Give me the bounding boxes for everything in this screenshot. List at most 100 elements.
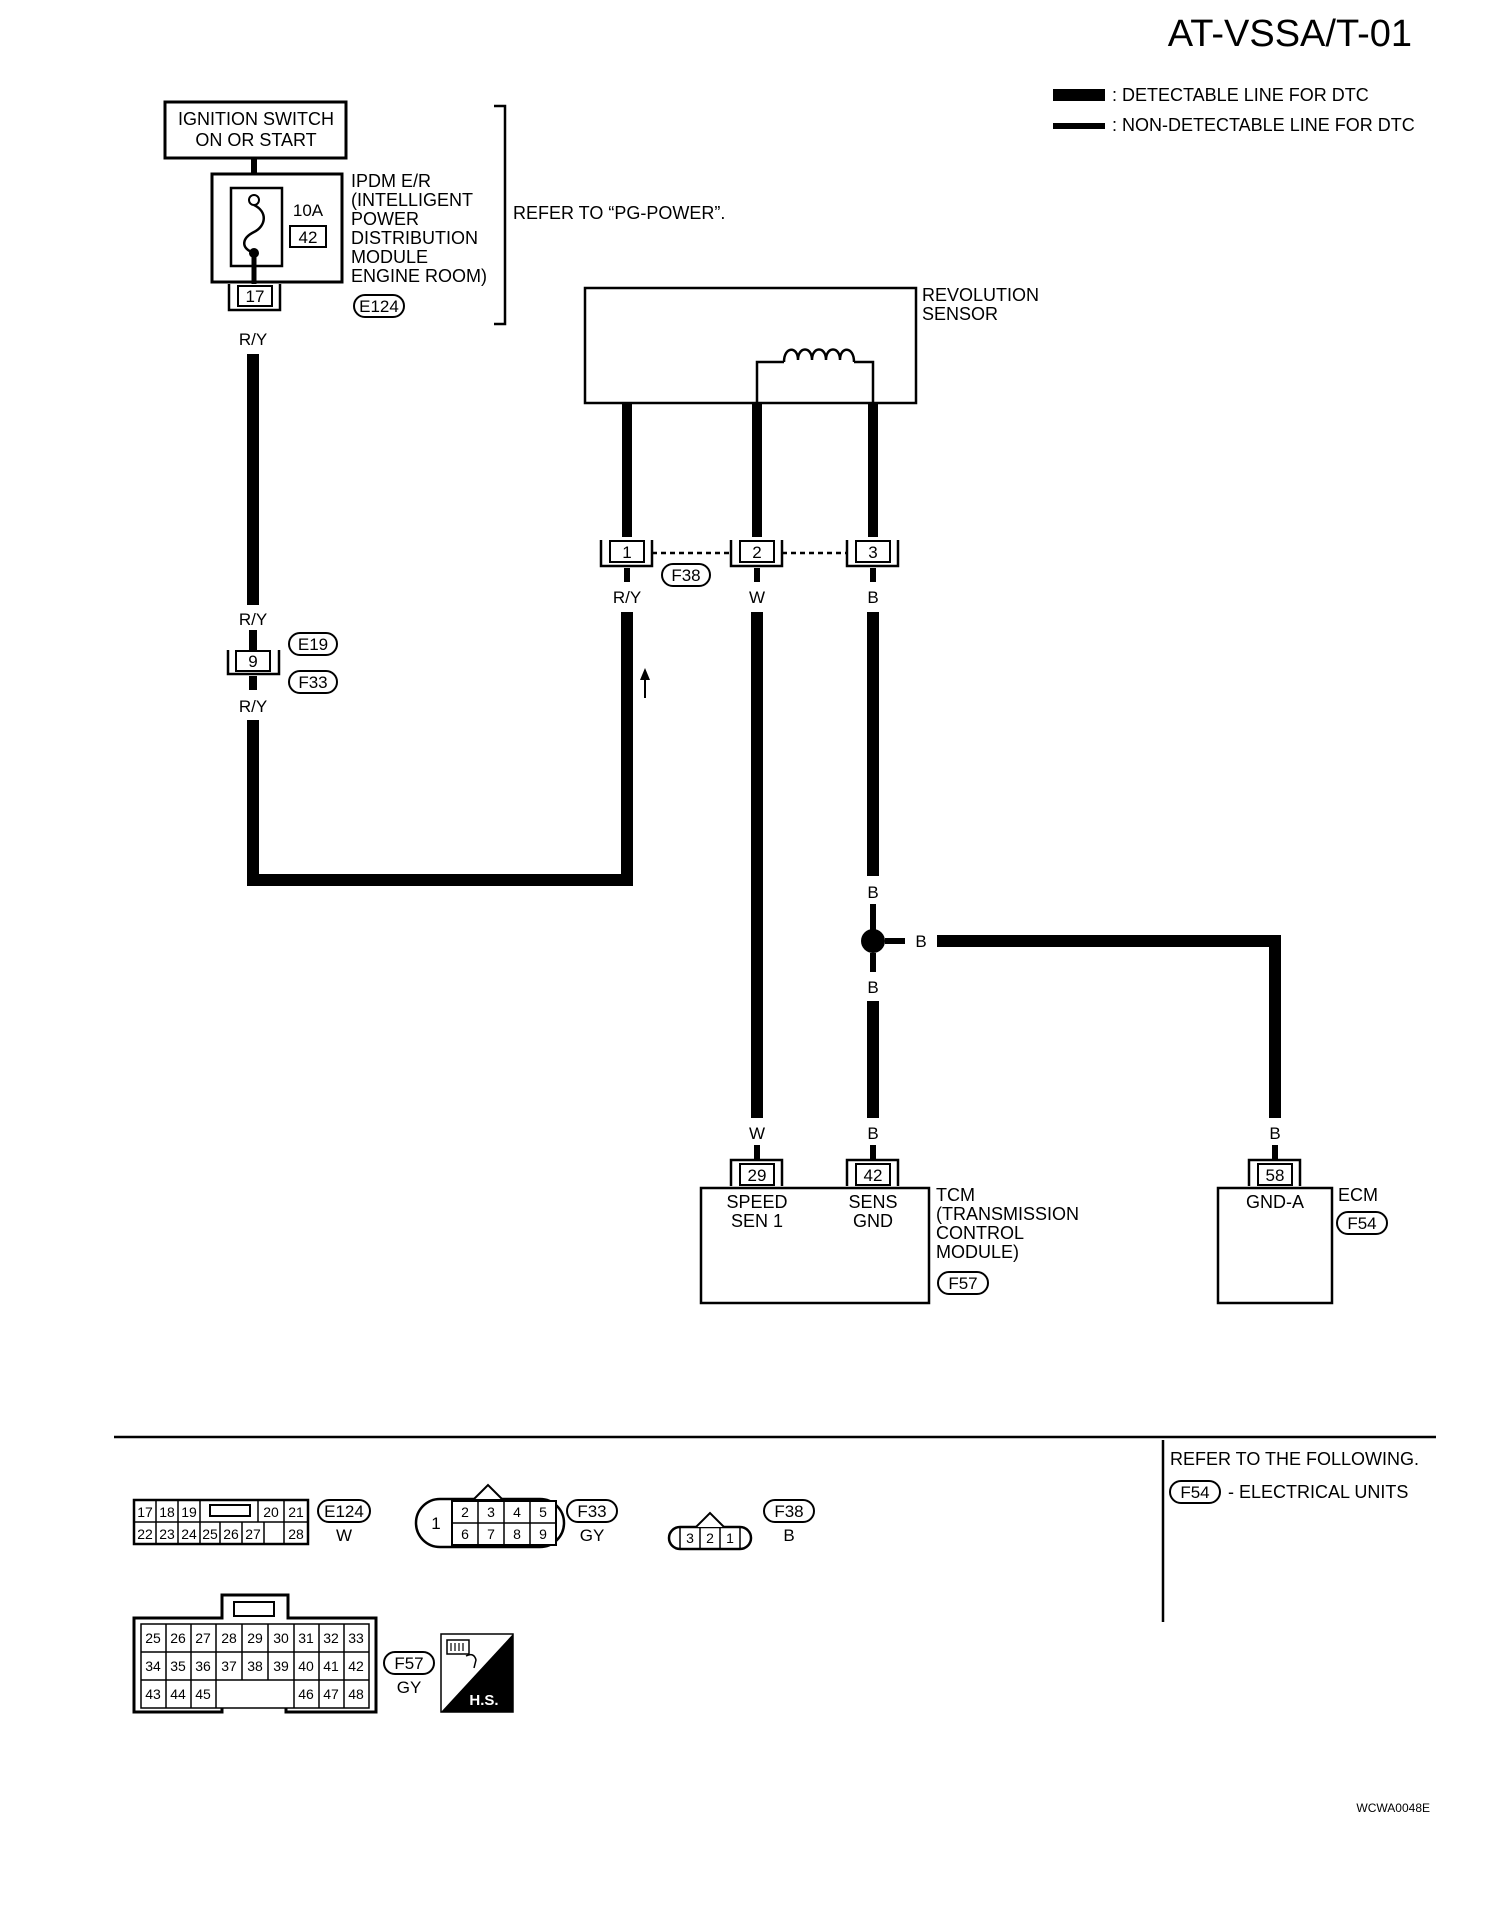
legend-non-detectable-text: : NON-DETECTABLE LINE FOR DTC [1112,115,1415,135]
refer-bracket [494,104,507,326]
joint-connector-e19: E19 [298,635,328,654]
tcm-pin-29-name-1: SPEED [726,1192,787,1212]
revolution-sensor-box [583,286,918,405]
f57-view-tag [383,1651,435,1675]
tcm-connector-tag [937,1271,989,1295]
ipdm-label-1: IPDM E/R [351,171,431,191]
hs-label: H.S. [469,1692,498,1709]
e124-view-tag [317,1499,371,1523]
footer-code: WCWA0048E [1356,1801,1430,1815]
e124-pin-21: 21 [288,1504,304,1520]
legend-thick-line [1053,89,1105,101]
f57-pin-44: 44 [170,1686,186,1702]
harness-side-badge: H.S. [440,1633,514,1713]
f33-pin-4: 4 [513,1504,521,1520]
f38-view-pin-1: 1 [726,1530,734,1546]
ecm-pin-box [1257,1163,1293,1186]
ecm-pin-name: GND-A [1246,1192,1304,1212]
terminal-17-bracket [227,284,282,312]
ecm-pin-bracket [1247,1158,1302,1186]
fuse-icon [243,203,265,255]
ipdm-label-2: (INTELLIGENT [351,190,473,210]
f57-pin-25: 25 [145,1630,161,1646]
f33-view-id: F33 [577,1502,606,1521]
connector-view-f57: 25 26 27 28 29 30 31 32 33 34 35 36 37 3… [132,1593,378,1714]
wire-label-b-splice-right: B [915,932,926,951]
f38-pin-1-box [609,540,645,563]
coil-icon [782,348,856,363]
f57-pin-26: 26 [170,1630,186,1646]
f57-pin-31: 31 [298,1630,314,1646]
f38-pin-3-box [855,540,891,563]
f33-pin-2: 2 [461,1504,469,1520]
e124-pin-23: 23 [159,1526,175,1542]
tcm-connector: F57 [948,1274,977,1293]
f38-pin-2-box [739,540,775,563]
f33-view-color: GY [580,1526,605,1545]
e124-pin-26: 26 [223,1526,239,1542]
ipdm-label-6: ENGINE ROOM) [351,266,487,286]
f33-view-tag [566,1499,618,1523]
wire-label-ry-sensor: R/Y [613,588,641,607]
refer-box-item: - ELECTRICAL UNITS [1228,1482,1408,1502]
f57-pin-47: 47 [323,1686,339,1702]
f57-pin-46: 46 [298,1686,314,1702]
f33-pin-6: 6 [461,1526,469,1542]
ipdm-label-4: DISTRIBUTION [351,228,478,248]
f38-connector: F38 [671,566,700,585]
tcm-pin-42-bracket [845,1158,900,1186]
joint-terminal-box [235,650,271,672]
f57-pin-32: 32 [323,1630,339,1646]
f57-pin-33: 33 [348,1630,364,1646]
refer-box-title: REFER TO THE FOLLOWING. [1170,1449,1419,1469]
f57-pin-37: 37 [221,1658,237,1674]
f57-pin-45: 45 [195,1686,211,1702]
f33-pin-8: 8 [513,1526,521,1542]
page-code: AT-VSSA/T-01 [1168,13,1412,55]
tcm-label-4: MODULE) [936,1242,1019,1262]
wire-label-b-splice-top: B [867,883,878,902]
e124-pin-25: 25 [202,1526,218,1542]
joint-connector-e19-tag [288,632,338,656]
tcm-pin-42: 42 [864,1166,883,1185]
e124-pin-22: 22 [137,1526,153,1542]
connector-view-f33: 1 2 3 4 5 6 7 8 9 [414,1483,566,1549]
wire-label-b-tcm: B [867,1124,878,1143]
f57-view-color: GY [397,1678,422,1697]
f57-pin-43: 43 [145,1686,161,1702]
f57-pin-40: 40 [298,1658,314,1674]
f38-view-tag [763,1499,815,1523]
sensor-label-2: SENSOR [922,304,998,324]
refer-box-connector-tag [1169,1480,1221,1504]
f38-pin-1: 1 [622,543,631,562]
tcm-pin-29: 29 [748,1166,767,1185]
e124-view-id: E124 [324,1502,364,1521]
wire-label-w-tcm: W [749,1124,765,1143]
e124-view-color: W [336,1526,352,1545]
sensor-label-1: REVOLUTION [922,285,1039,305]
splice-point [861,929,885,953]
ecm-connector-tag [1336,1211,1388,1235]
fuse-rating: 10A [293,201,324,220]
joint-bracket [226,650,281,676]
wire-ry-lower [247,612,633,886]
terminal-17-box [237,285,273,307]
refer-pg-power: REFER TO “PG-POWER”. [513,203,725,223]
connector-view-f38: 3 2 1 [667,1511,753,1551]
wire-label-b-sensor: B [867,588,878,607]
f33-pin-5: 5 [539,1504,547,1520]
wire-label-ry-joint-bottom: R/Y [239,697,267,716]
f57-pin-48: 48 [348,1686,364,1702]
wire-label-b-ecm: B [1269,1124,1280,1143]
f33-pin-9: 9 [539,1526,547,1542]
f38-connector-tag [661,563,711,587]
e124-pin-24: 24 [181,1526,197,1542]
tcm-label-3: CONTROL [936,1223,1024,1243]
f57-pin-42: 42 [348,1658,364,1674]
tcm-label-1: TCM [936,1185,975,1205]
joint-connector-f33: F33 [298,673,327,692]
tcm-box [699,1186,931,1305]
f57-pin-34: 34 [145,1658,161,1674]
joint-terminal: 9 [248,652,257,671]
